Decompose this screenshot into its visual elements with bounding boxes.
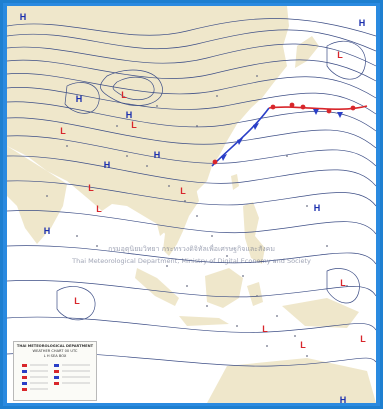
warm-front-semicircle: [300, 104, 306, 110]
cold-front-triangle: [221, 154, 227, 161]
low-pressure-label: L: [340, 278, 346, 288]
landmass-australia: [207, 358, 376, 403]
high-pressure-label: H: [20, 12, 27, 22]
legend-subtitle: WEATHER CHART 00 UTC: [32, 349, 78, 353]
isobar: [7, 155, 376, 187]
isobar: [7, 210, 376, 235]
legend-symbol-swatches: [22, 364, 90, 391]
landmass-sulawesi-newguinea: [247, 282, 359, 328]
low-pressure-label: L: [74, 296, 80, 306]
warm-front-line: [268, 105, 368, 110]
isobar: [7, 280, 376, 298]
isobar: [64, 82, 100, 114]
isobar: [7, 135, 376, 167]
landmass-taiwan: [231, 174, 239, 190]
warm-front-semicircle: [212, 159, 218, 165]
warm-front-semicircle: [326, 108, 332, 114]
station-plots: [46, 75, 348, 357]
isobar: [7, 29, 376, 52]
warm-front-semicircle: [289, 102, 295, 108]
isobar: [7, 18, 376, 37]
low-pressure-label: L: [262, 324, 268, 334]
watermark-english: Thai Meteorological Department, Ministry…: [72, 257, 311, 265]
isobar: [326, 41, 366, 80]
landmass-india: [7, 146, 67, 244]
low-pressure-label: L: [300, 340, 306, 350]
landmass-java: [179, 316, 229, 326]
legend-title: THAI METEOROLOGICAL DEPARTMENT: [16, 344, 94, 348]
cold-front-triangle: [237, 138, 243, 145]
landmass-asia: [7, 6, 289, 241]
high-pressure-label: H: [76, 94, 83, 104]
landmass-sumatra: [135, 268, 179, 306]
watermark-thai: กรมอุตุนิยมวิทยา กระทรวงดิจิทัลเพื่อเศรษ…: [108, 245, 275, 253]
low-pressure-label: L: [88, 183, 94, 193]
weather-map: H H H H H H H H H H L L L L L L L L L L: [7, 6, 376, 403]
isobar: [7, 245, 376, 265]
cold-front-triangle: [337, 112, 343, 118]
high-pressure-label: H: [340, 395, 347, 403]
landmass-korea-japan: [252, 36, 319, 90]
isobar: [7, 117, 376, 149]
map-frame: H H H H H H H H H H L L L L L L L L L L: [3, 3, 380, 406]
isobar: [7, 43, 376, 67]
isobar: [112, 76, 155, 101]
landmass-indochina: [153, 174, 199, 256]
low-pressure-label: L: [337, 50, 343, 60]
landmass-borneo: [205, 268, 243, 308]
high-pressure-label: H: [359, 18, 366, 28]
landmass-philippines: [243, 202, 265, 264]
isobar: [7, 101, 376, 132]
warm-front-semicircle: [270, 104, 276, 110]
warm-front-semicircle: [350, 105, 356, 111]
low-pressure-label: L: [131, 120, 137, 130]
pressure-centers: H H H H H H H H H H L L L L L L L L L L: [20, 12, 367, 403]
high-pressure-label: H: [314, 203, 321, 213]
high-pressure-label: H: [154, 150, 161, 160]
fronts-layer: [211, 102, 368, 167]
low-pressure-label: L: [60, 126, 66, 136]
isobar: [7, 180, 376, 207]
isobar: [7, 316, 376, 333]
isobar: [7, 87, 376, 115]
high-pressure-label: H: [104, 160, 111, 170]
cold-front-line: [211, 107, 270, 167]
legend-symbols-row: L H SEA BOX: [43, 354, 67, 358]
low-pressure-label: L: [96, 204, 102, 214]
low-pressure-label: L: [360, 334, 366, 344]
high-pressure-label: H: [44, 226, 51, 236]
isobar: [7, 73, 376, 99]
low-pressure-label: L: [121, 90, 127, 100]
isobar: [56, 286, 96, 321]
cold-front-triangle: [253, 123, 259, 130]
isobar: [100, 69, 163, 106]
low-pressure-label: L: [180, 186, 186, 196]
high-pressure-label: H: [126, 110, 133, 120]
isobar-layer: [7, 18, 376, 367]
weather-chart-canvas: H H H H H H H H H H L L L L L L L L L L: [7, 6, 376, 403]
chart-legend-box: THAI METEOROLOGICAL DEPARTMENT WEATHER C…: [13, 341, 97, 401]
land-layer: [7, 6, 376, 403]
cold-front-triangle: [313, 109, 319, 115]
